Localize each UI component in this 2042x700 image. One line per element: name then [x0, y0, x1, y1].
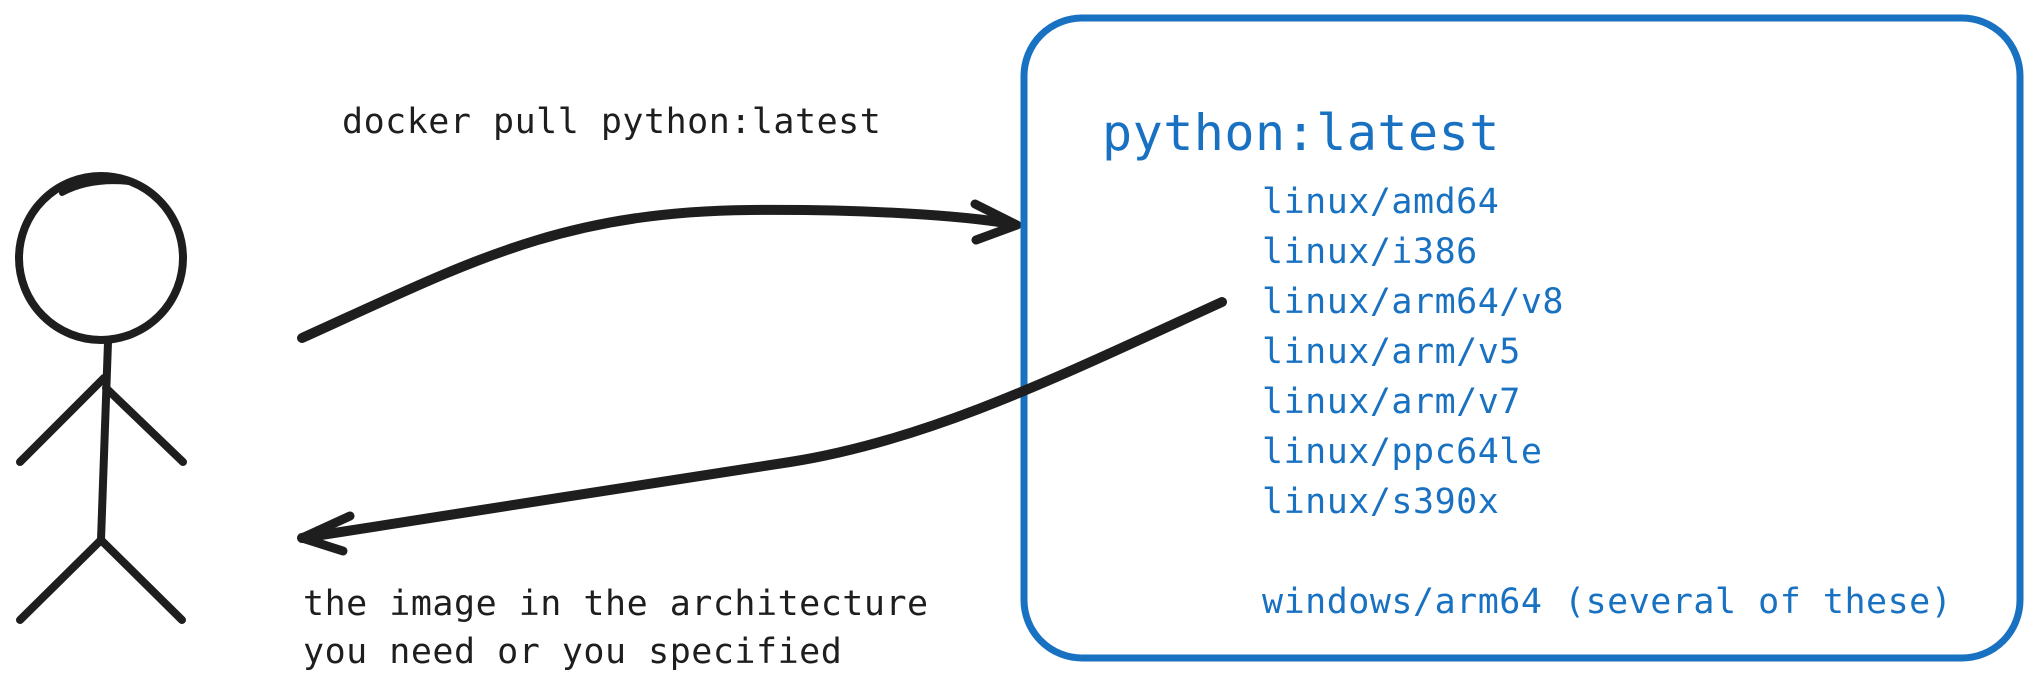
- response-caption-line1: the image in the architecture: [303, 584, 929, 624]
- image-manifest-box: [1020, 14, 2024, 662]
- docker-pull-command: docker pull python:latest: [342, 102, 882, 142]
- response-arrow: [297, 297, 1227, 556]
- windows-architecture-item: windows/arm64 (several of these): [1262, 582, 1953, 622]
- architecture-item: linux/arm/v5: [1262, 332, 1521, 372]
- stick-figure-icon: [15, 172, 187, 624]
- architecture-item: linux/ppc64le: [1262, 432, 1543, 472]
- architecture-item: linux/amd64: [1262, 182, 1500, 222]
- response-caption-line2: you need or you specified: [303, 632, 843, 672]
- architecture-item: linux/arm/v7: [1262, 382, 1521, 422]
- image-title: python:latest: [1102, 104, 1500, 162]
- request-arrow: [297, 199, 1022, 343]
- architecture-item: linux/i386: [1262, 232, 1478, 272]
- architecture-item: linux/arm64/v8: [1262, 282, 1565, 322]
- architecture-item: linux/s390x: [1262, 482, 1500, 522]
